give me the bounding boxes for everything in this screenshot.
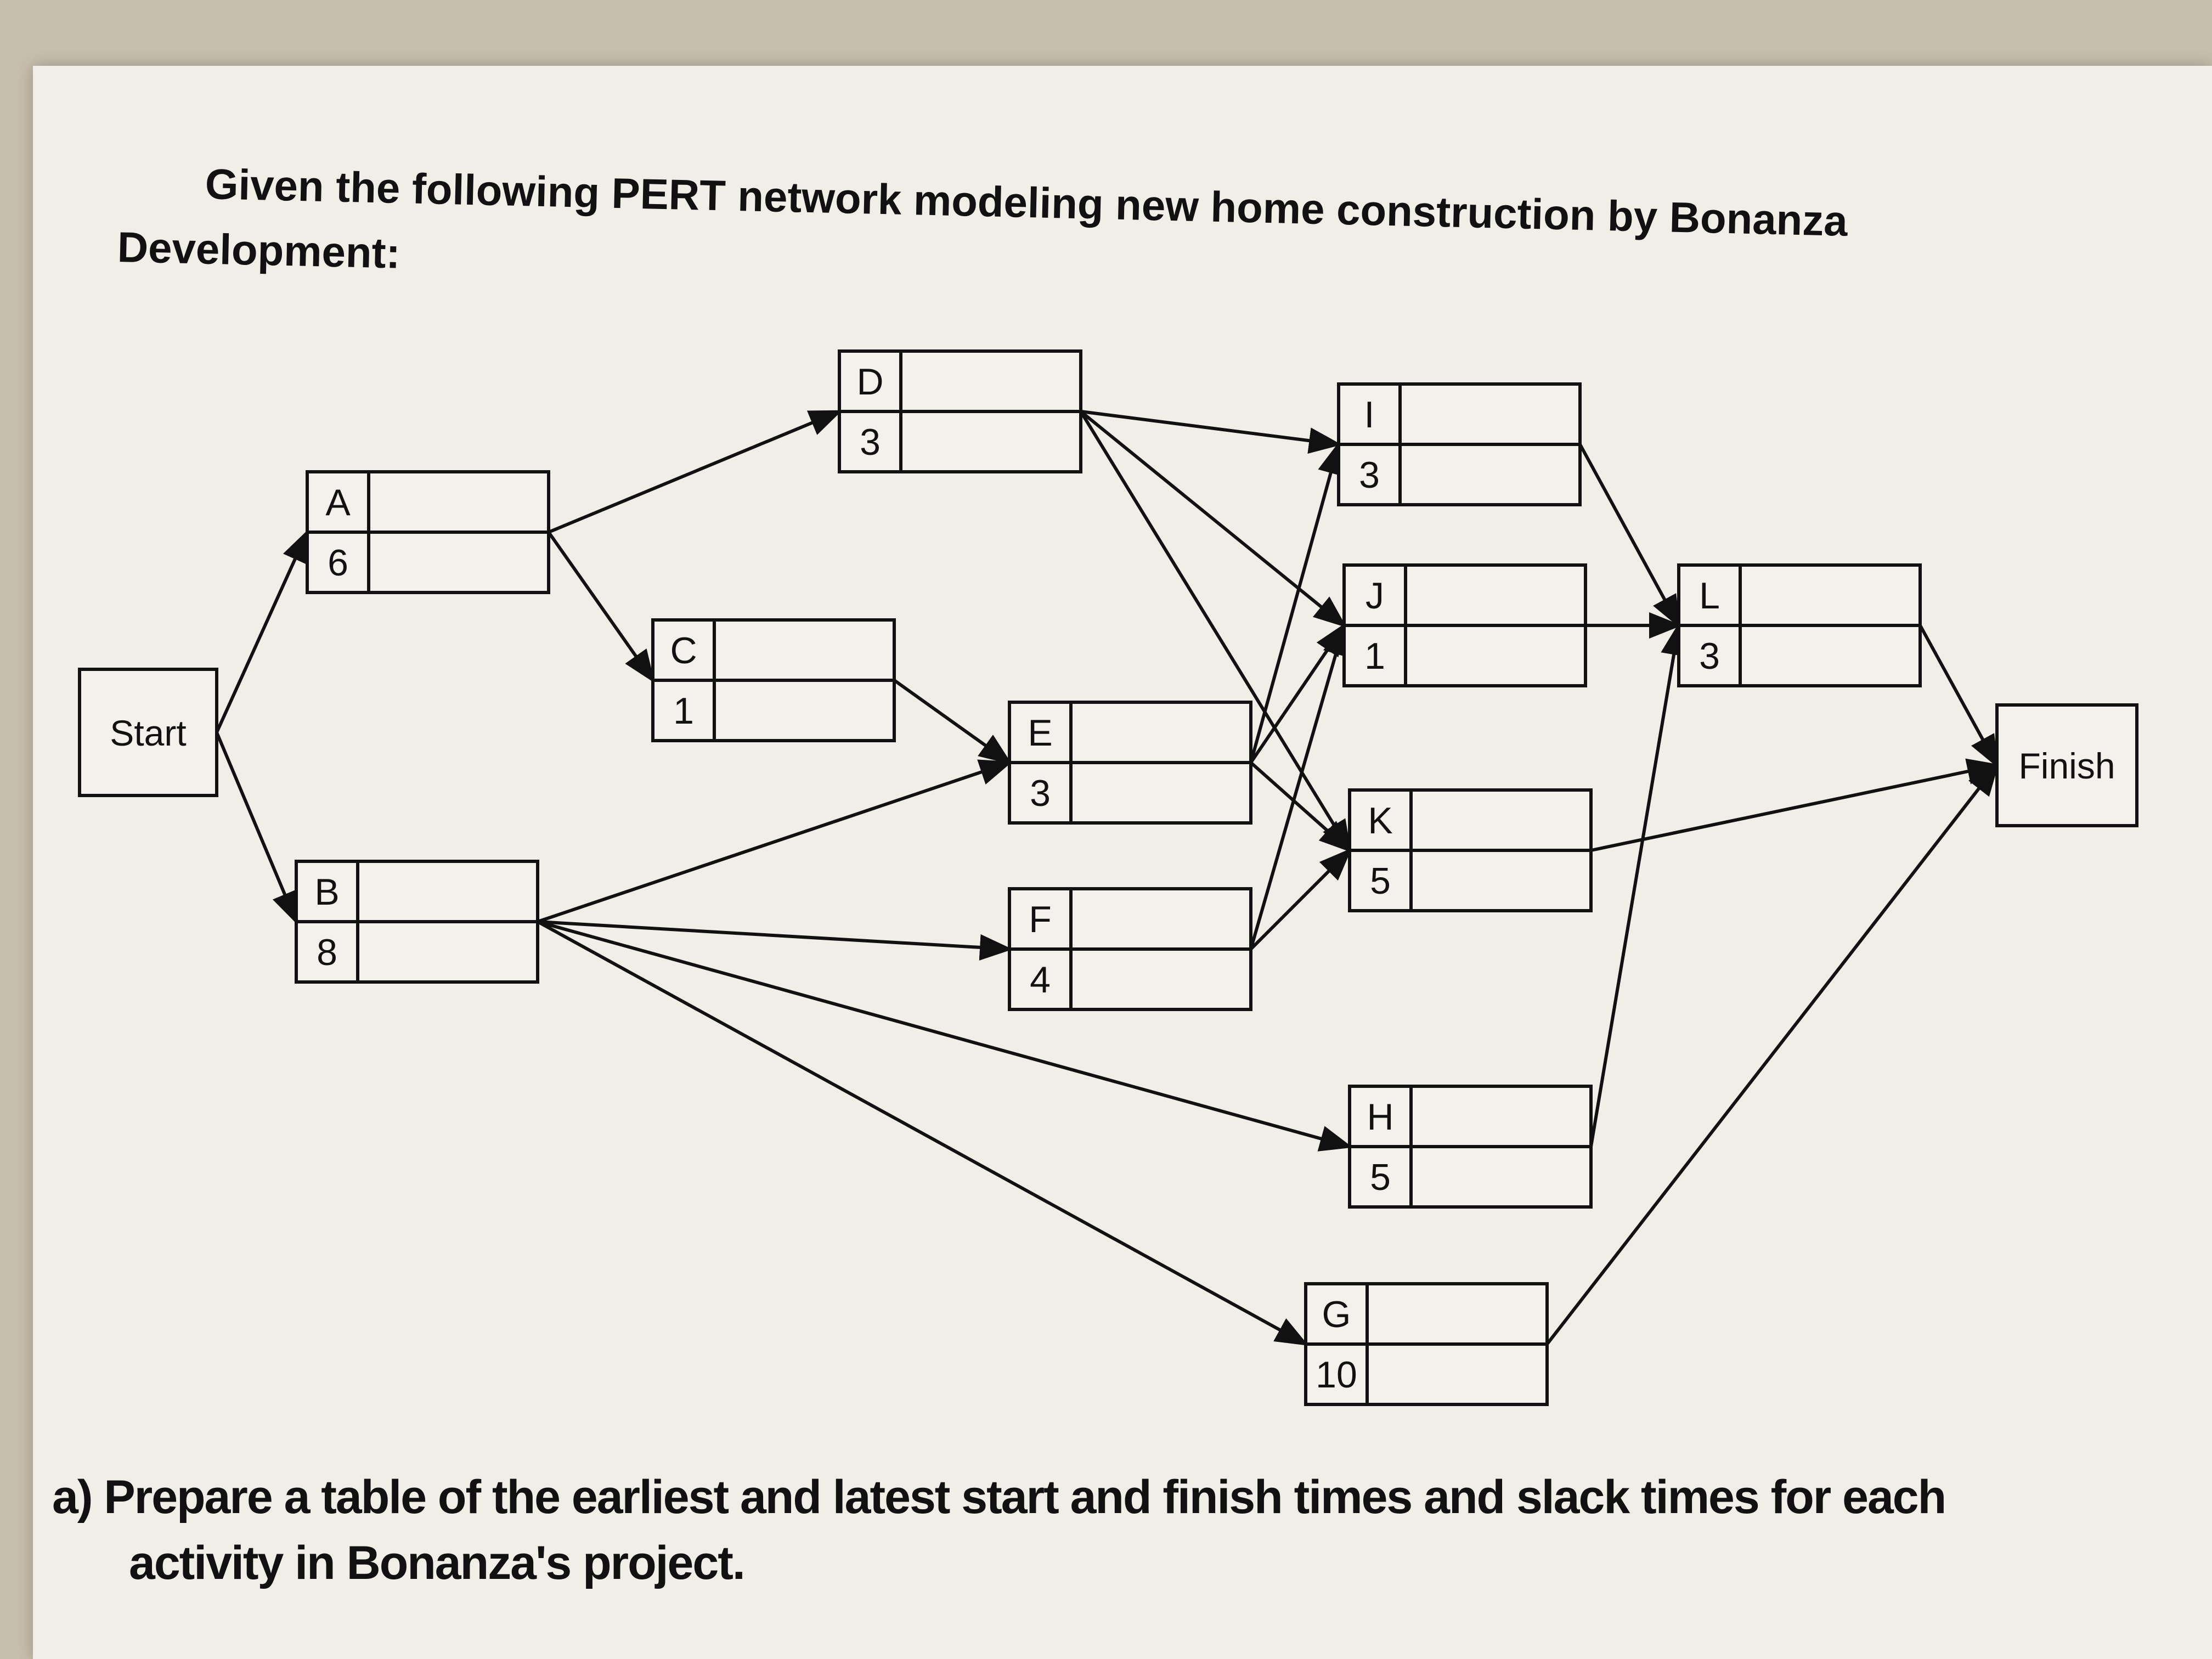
edge-l-to-finish — [1918, 624, 1999, 769]
activity-node-a: A6 — [306, 470, 550, 594]
start-node-label: Start — [110, 713, 186, 753]
edge-f-to-j — [1249, 622, 1349, 950]
activity-duration-j: 1 — [1364, 635, 1385, 677]
edge-d-to-j — [1080, 410, 1347, 628]
activity-label-e: E — [1028, 712, 1052, 754]
edge-b-to-h — [537, 920, 1353, 1152]
activity-node-k: K5 — [1348, 788, 1593, 912]
activity-duration-d: 3 — [860, 421, 881, 463]
activity-node-g: G 10 — [1304, 1282, 1549, 1406]
activity-duration-k: 5 — [1370, 860, 1391, 902]
activity-node-d: D3 — [838, 349, 1082, 473]
edge-e-to-k — [1250, 761, 1352, 853]
activity-duration-a: 6 — [328, 542, 348, 584]
edges-layer — [215, 410, 2000, 1346]
edge-b-to-f — [537, 920, 1013, 961]
edge-a-to-c — [547, 531, 655, 683]
activity-label-c: C — [670, 630, 697, 672]
edge-start-to-b — [215, 731, 298, 925]
edge-e-to-i — [1249, 441, 1344, 763]
edge-b-to-g — [537, 920, 1309, 1346]
activity-label-i: I — [1364, 394, 1375, 436]
activity-duration-b: 8 — [317, 932, 337, 973]
activity-duration-g: 10 — [1316, 1354, 1357, 1396]
activity-node-c: C1 — [651, 618, 896, 742]
edge-a-to-d — [548, 410, 843, 534]
activity-node-f: F4 — [1008, 887, 1252, 1011]
activity-label-g: G — [1322, 1294, 1351, 1335]
activity-label-f: F — [1029, 899, 1052, 940]
question-line-2: activity in Bonanza's project. — [129, 1537, 746, 1589]
activity-label-b: B — [314, 871, 339, 913]
edge-k-to-finish — [1590, 758, 2000, 852]
activity-node-j: J1 — [1342, 563, 1587, 687]
activity-label-d: D — [856, 361, 883, 403]
activity-duration-c: 1 — [673, 690, 694, 732]
activity-node-h: H5 — [1348, 1085, 1593, 1209]
activity-node-b: B8 — [295, 860, 539, 984]
edge-e-to-j — [1249, 623, 1346, 764]
activity-label-l: L — [1699, 575, 1720, 617]
activity-node-e: E3 — [1008, 701, 1252, 825]
edge-f-to-k — [1249, 848, 1352, 951]
finish-node: Finish — [1995, 703, 2138, 827]
edge-d-to-k — [1079, 410, 1352, 854]
activity-duration-f: 4 — [1030, 959, 1051, 1001]
finish-node-label: Finish — [2018, 746, 2115, 786]
activity-label-k: K — [1368, 800, 1392, 842]
edge-c-to-e — [893, 679, 1012, 765]
finish-node-box — [1995, 703, 2138, 827]
start-node: Start — [78, 668, 218, 797]
activity-label-j: J — [1365, 575, 1384, 617]
activity-label-h: H — [1367, 1096, 1393, 1138]
start-node-box — [78, 668, 218, 797]
activity-label-a: A — [325, 482, 351, 523]
edge-i-to-l — [1578, 443, 1680, 629]
edge-d-to-i — [1080, 410, 1342, 454]
edge-b-to-e — [537, 759, 1013, 923]
activity-duration-h: 5 — [1370, 1156, 1391, 1198]
activity-node-l: L3 — [1677, 563, 1922, 687]
edge-g-to-finish — [1545, 763, 1999, 1345]
activity-duration-l: 3 — [1699, 635, 1720, 677]
edge-start-to-a — [215, 529, 309, 733]
edge-h-to-l — [1589, 622, 1687, 1147]
question-line-1: a) Prepare a table of the earliest and l… — [52, 1471, 1946, 1523]
activity-duration-e: 3 — [1030, 772, 1051, 814]
activity-node-i: I3 — [1337, 382, 1582, 506]
activity-duration-i: 3 — [1359, 454, 1380, 496]
